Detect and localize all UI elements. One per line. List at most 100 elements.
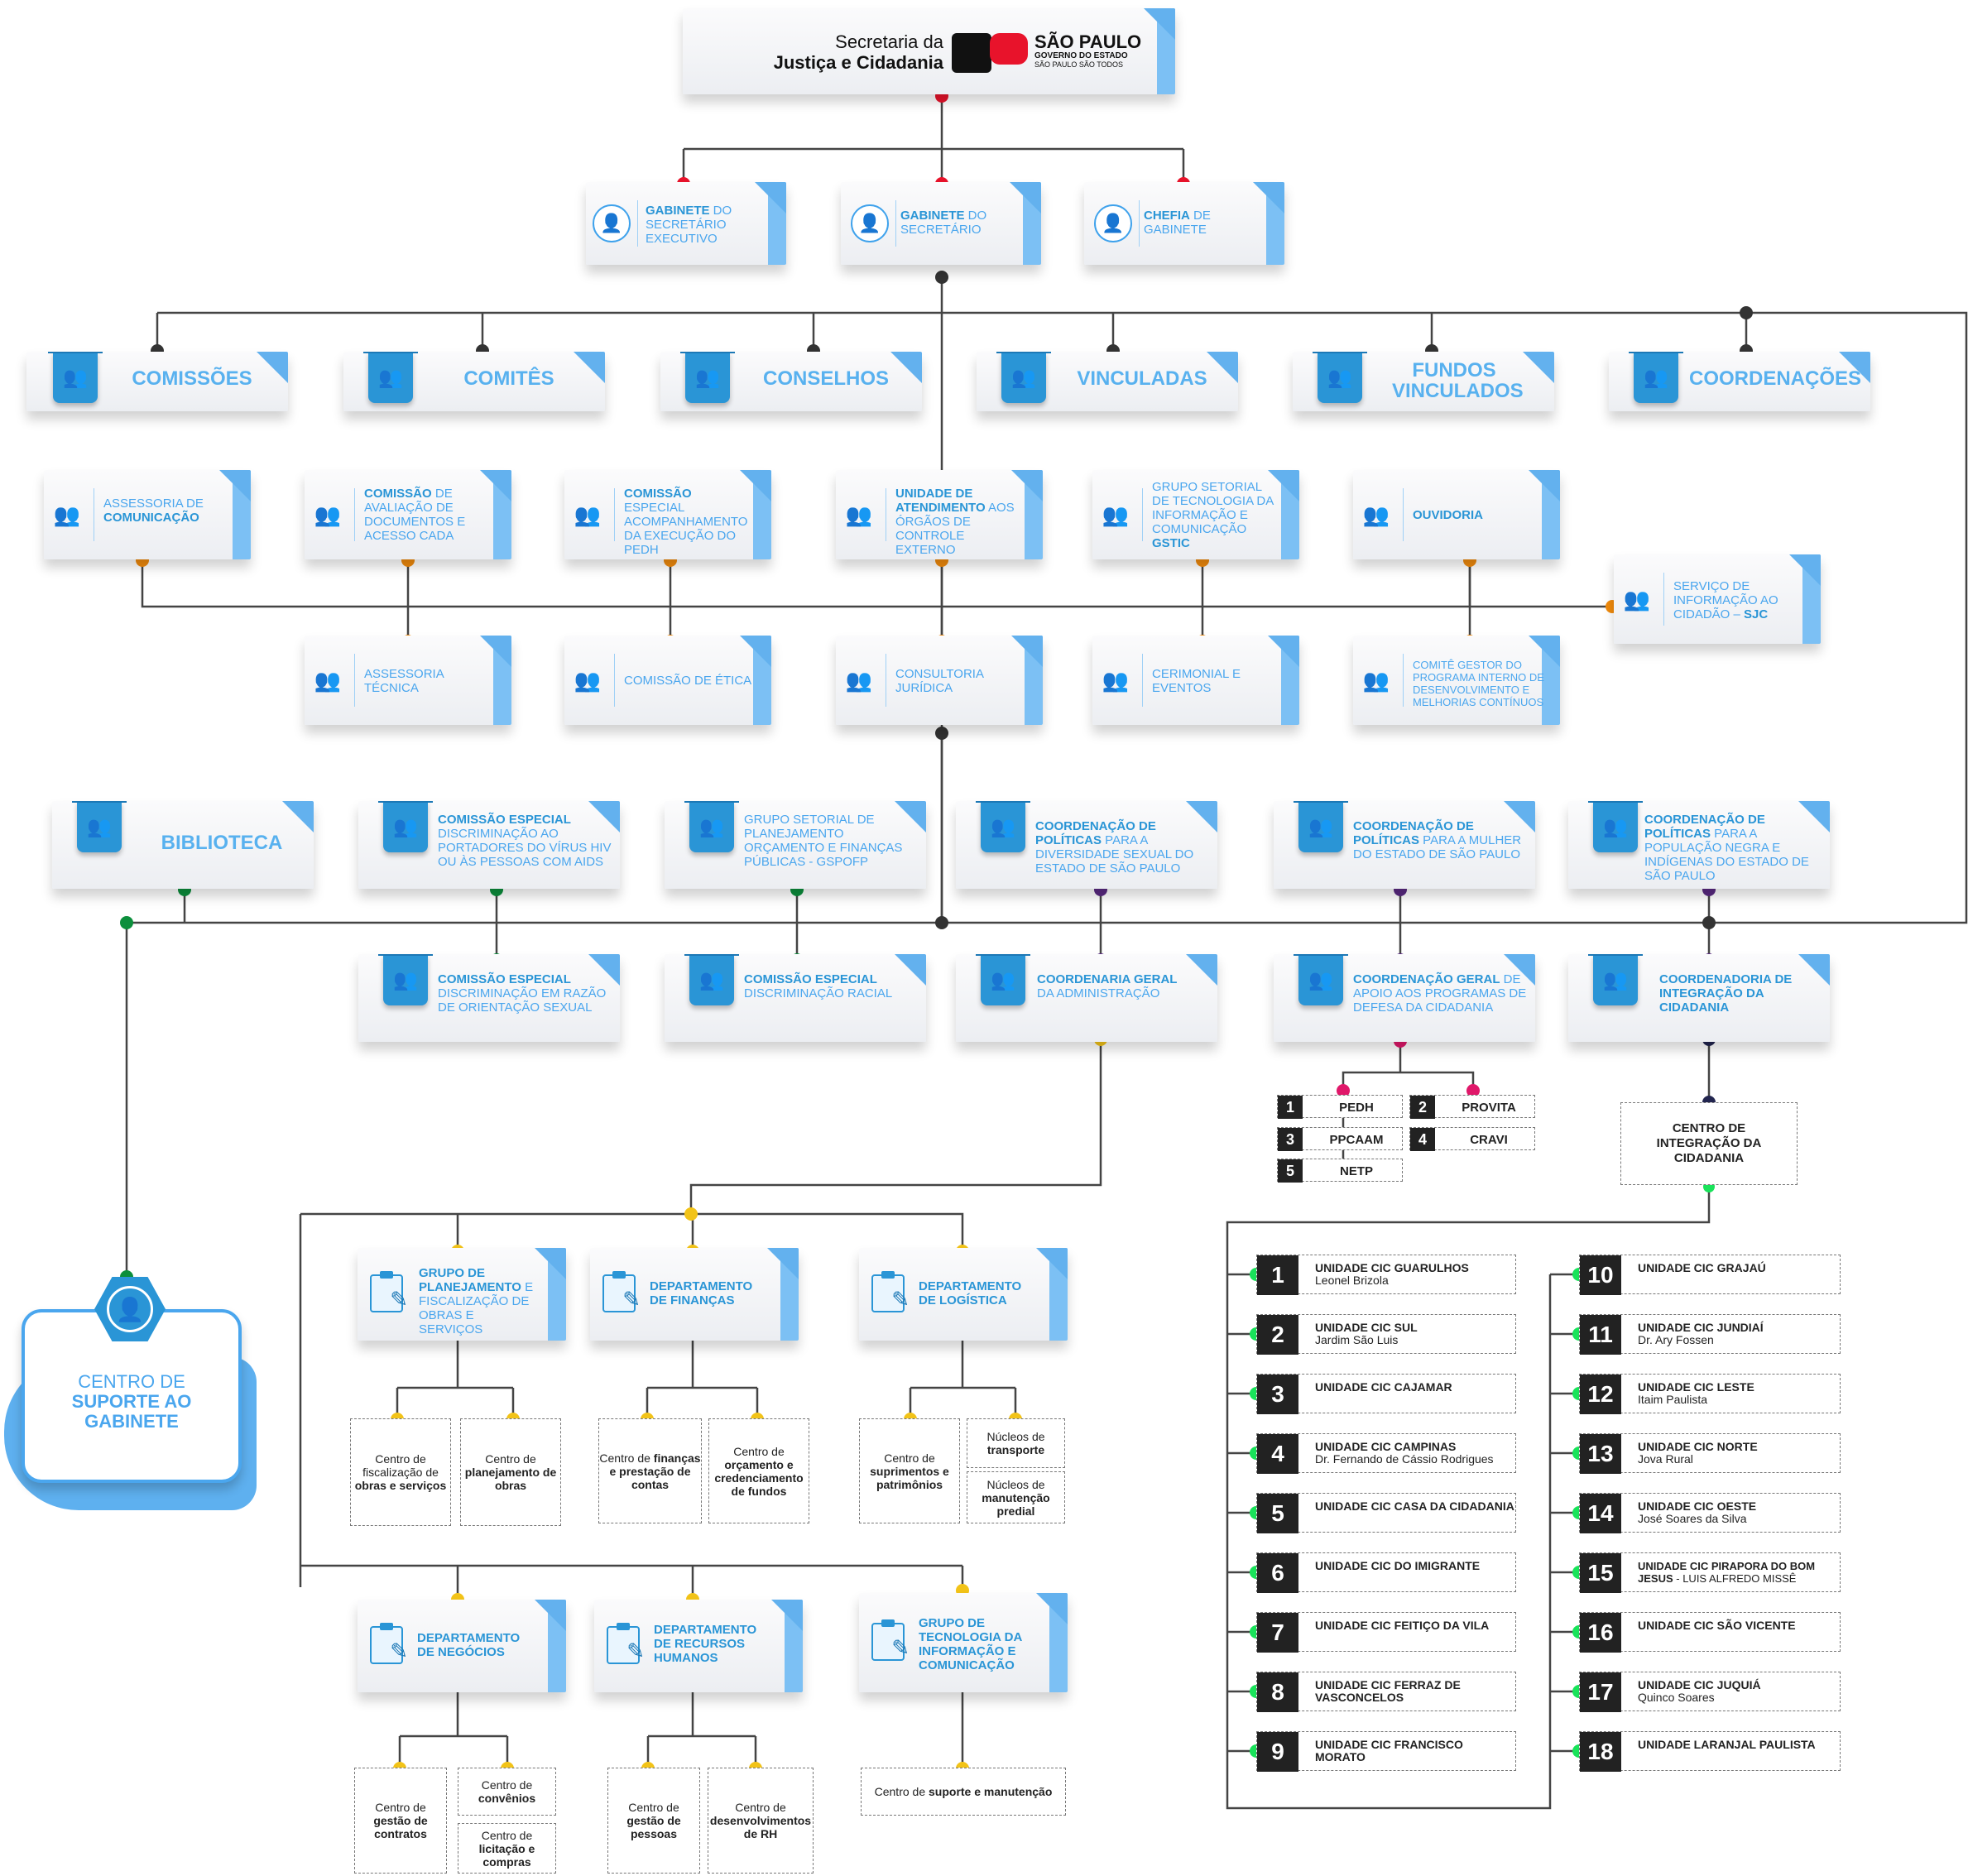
- center-box[interactable]: Centro de suprimentos e patrimônios: [859, 1418, 960, 1523]
- card-comissao-hiv[interactable]: 👥COMISSÃO ESPECIAL DISCRIMINAÇÃO AO PORT…: [358, 801, 620, 889]
- cic-unit-5[interactable]: 5 UNIDADE CIC CASA DA CIDADANIA: [1256, 1493, 1516, 1533]
- category-conselhos[interactable]: 👥CONSELHOS: [660, 352, 922, 411]
- card-coord-mulher[interactable]: 👥COORDENAÇÃO DE POLÍTICAS PARA A MULHER …: [1274, 801, 1535, 889]
- card-servico-informacao-cidadao[interactable]: 👥SERVIÇO DE INFORMAÇÃO AO CIDADÃO – SJC: [1614, 554, 1821, 644]
- center-box[interactable]: Centro de planejamento de obras: [460, 1418, 561, 1526]
- center-box[interactable]: Centro de finanças e prestação de contas: [598, 1418, 702, 1523]
- card-stripe: [493, 470, 511, 559]
- card-coord-apoio-cidadania[interactable]: 👥COORDENAÇÃO GERAL DE APOIO AOS PROGRAMA…: [1274, 954, 1535, 1042]
- unit-number: 5: [1257, 1494, 1298, 1533]
- sp-wordmark: SÃO PAULO GOVERNO DO ESTADO SÃO PAULO SÃ…: [1034, 31, 1142, 70]
- category-coordenacoes[interactable]: 👥COORDENAÇÕES: [1609, 352, 1870, 411]
- clipboard-icon: [607, 1623, 645, 1664]
- center-box[interactable]: Centro de suporte e manutenção: [861, 1768, 1066, 1816]
- card-chefia-gabinete[interactable]: 👤 CHEFIA DE GABINETE: [1084, 182, 1284, 265]
- card-coord-diversidade-sexual[interactable]: 👥COORDENAÇÃO DE POLÍTICAS PARA A DIVERSI…: [956, 801, 1217, 889]
- person-icon: 👤: [851, 204, 889, 242]
- category-vinculadas[interactable]: 👥VINCULADAS: [977, 352, 1238, 411]
- group-icon: 👥: [1313, 352, 1367, 403]
- card-ouvidoria[interactable]: 👥OUVIDORIA: [1353, 470, 1560, 559]
- card-text: COMISSÃO DE ÉTICA: [624, 674, 752, 688]
- center-box[interactable]: Centro de desenvolvimentos de RH: [708, 1768, 814, 1874]
- center-box[interactable]: Centro de gestão de contratos: [354, 1768, 447, 1874]
- dept-recursos-humanos[interactable]: DEPARTAMENTO DE RECURSOS HUMANOS: [594, 1600, 803, 1692]
- card-unidade-atendimento[interactable]: 👥UNIDADE DE ATENDIMENTO AOS ÓRGÃOS DE CO…: [836, 470, 1043, 559]
- category-comissoes[interactable]: 👥COMISSÕES: [26, 352, 288, 411]
- center-box[interactable]: Centro de gestão de pessoas: [607, 1768, 700, 1874]
- card-text: GABINETE DO SECRETÁRIO: [900, 209, 987, 237]
- card-assessoria-comunicacao[interactable]: 👥ASSESSORIA DE COMUNICAÇÃO: [44, 470, 251, 559]
- dept-tecnologia[interactable]: GRUPO DE TECNOLOGIA DA INFORMAÇÃO E COMU…: [859, 1593, 1068, 1692]
- card-comissao-racial[interactable]: 👥COMISSÃO ESPECIAL DISCRIMINAÇÃO RACIAL: [665, 954, 926, 1042]
- card-coordenaria-administracao[interactable]: 👥COORDENARIA GERAL DA ADMINISTRAÇÃO: [956, 954, 1217, 1042]
- center-box[interactable]: Centro de licitação e compras: [458, 1823, 556, 1874]
- card-coordenadoria-integracao[interactable]: 👥COORDENADORIA DE INTEGRAÇÃO DA CIDADANI…: [1568, 954, 1830, 1042]
- card-gabinete-secretario[interactable]: 👤 GABINETE DO SECRETÁRIO: [841, 182, 1041, 265]
- card-comissao-avaliacao-documentos[interactable]: 👥COMISSÃO DE AVALIAÇÃO DE DOCUMENTOS E A…: [305, 470, 511, 559]
- category-fundos-vinculados[interactable]: 👥FUNDOS VINCULADOS: [1293, 352, 1554, 411]
- card-comite-gestor[interactable]: 👥COMITÊ GESTOR DO PROGRAMA INTERNO DE DE…: [1353, 636, 1560, 725]
- group-icon: 👥: [1294, 801, 1348, 852]
- card-biblioteca[interactable]: 👥BIBLIOTECA: [52, 801, 314, 889]
- group-icon: 👥: [684, 801, 739, 852]
- dept-logistica[interactable]: DEPARTAMENTO DE LOGÍSTICA: [859, 1248, 1068, 1341]
- team-icon: 👥: [845, 667, 873, 693]
- card-gabinete-secretario-executivo[interactable]: 👤 GABINETE DO SECRETÁRIO EXECUTIVO: [586, 182, 786, 265]
- sp-name: SÃO PAULO: [1034, 31, 1142, 52]
- center-box[interactable]: Núcleos de transporte: [967, 1418, 1065, 1468]
- dept-financas[interactable]: DEPARTAMENTO DE FINANÇAS: [590, 1248, 799, 1341]
- divider: [895, 200, 896, 247]
- card-coord-populacao-negra[interactable]: 👥COORDENAÇÃO DE POLÍTICAS PARA A POPULAÇ…: [1568, 801, 1830, 889]
- card-cerimonial-eventos[interactable]: 👥CERIMONIAL E EVENTOS: [1092, 636, 1299, 725]
- category-label: COORDENAÇÕES: [1688, 367, 1862, 390]
- unit-name: UNIDADE CIC CASA DA CIDADANIA: [1315, 1499, 1514, 1513]
- team-icon: 👥: [845, 501, 873, 527]
- divider: [354, 654, 355, 707]
- card-gspofp[interactable]: 👥GRUPO SETORIAL DE PLANEJAMENTO ORÇAMENT…: [665, 801, 926, 889]
- card-comissao-orientacao-sexual[interactable]: 👥COMISSÃO ESPECIAL DISCRIMINAÇÃO EM RAZÃ…: [358, 954, 620, 1042]
- team-icon: 👥: [53, 501, 81, 527]
- center-box[interactable]: Centro de convênios: [458, 1768, 556, 1816]
- divider: [1663, 573, 1664, 626]
- center-box[interactable]: Centro de orçamento e credenciamento de …: [708, 1418, 809, 1523]
- card-text: GRUPO DE PLANEJAMENTO E FISCALIZAÇÃO DE …: [419, 1266, 534, 1336]
- unit-number: 15: [1580, 1553, 1621, 1593]
- card-consultoria-juridica[interactable]: 👥CONSULTORIA JURÍDICA: [836, 636, 1043, 725]
- category-comites[interactable]: 👥COMITÊS: [343, 352, 605, 411]
- group-icon: 👥: [684, 954, 739, 1005]
- center-box[interactable]: Núcleos de manutenção predial: [967, 1471, 1065, 1523]
- dept-planejamento-obras[interactable]: GRUPO DE PLANEJAMENTO E FISCALIZAÇÃO DE …: [358, 1248, 566, 1341]
- card-comissao-especial-pedh[interactable]: 👥COMISSÃO ESPECIAL ACOMPANHAMENTO DA EXE…: [564, 470, 771, 559]
- dept-negocios[interactable]: DEPARTAMENTO DE NEGÓCIOS: [358, 1600, 566, 1692]
- cic-center-box[interactable]: CENTRO DE INTEGRAÇÃO DA CIDADANIA: [1620, 1102, 1798, 1185]
- card-comissao-etica[interactable]: 👥COMISSÃO DE ÉTICA: [564, 636, 771, 725]
- card-assessoria-tecnica[interactable]: 👥ASSESSORIA TÉCNICA: [305, 636, 511, 725]
- team-icon: 👥: [314, 667, 342, 693]
- card-gstic[interactable]: 👥GRUPO SETORIAL DE TECNOLOGIA DA INFORMA…: [1092, 470, 1299, 559]
- center-box[interactable]: Centro de fiscalização de obras e serviç…: [350, 1418, 451, 1526]
